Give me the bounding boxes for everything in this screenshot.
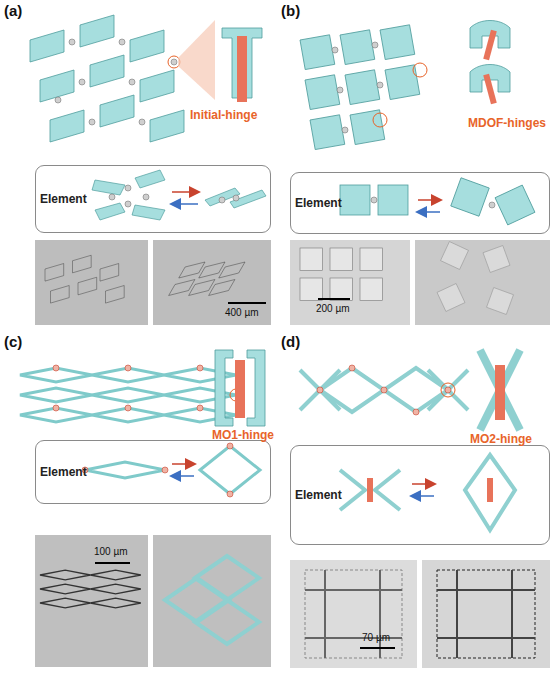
panel-letter: (d) xyxy=(281,333,300,350)
hinge-label: Initial-hinge xyxy=(190,108,257,122)
element-box: Element xyxy=(35,440,271,504)
element-box: Element xyxy=(290,172,550,234)
scale-bar-label: 70 µm xyxy=(362,632,390,643)
hinge-label: MO2-hinge xyxy=(470,432,532,446)
panel-letter: (a) xyxy=(4,2,22,19)
hinge-label: MDOF-hinges xyxy=(468,116,546,130)
element-box: Element xyxy=(290,445,550,545)
hinge-label: MO1-hinge xyxy=(212,428,274,442)
scale-bar-label: 200 µm xyxy=(316,303,350,314)
panel-letter: (c) xyxy=(4,333,22,350)
element-label: Element xyxy=(40,465,87,479)
scale-bar-label: 100 µm xyxy=(94,546,128,557)
element-label: Element xyxy=(295,488,342,502)
element-label: Element xyxy=(295,196,342,210)
element-label: Element xyxy=(40,192,87,206)
panel-letter: (b) xyxy=(281,2,300,19)
element-box: Element xyxy=(35,165,271,233)
scale-bar-label: 400 µm xyxy=(225,307,259,318)
